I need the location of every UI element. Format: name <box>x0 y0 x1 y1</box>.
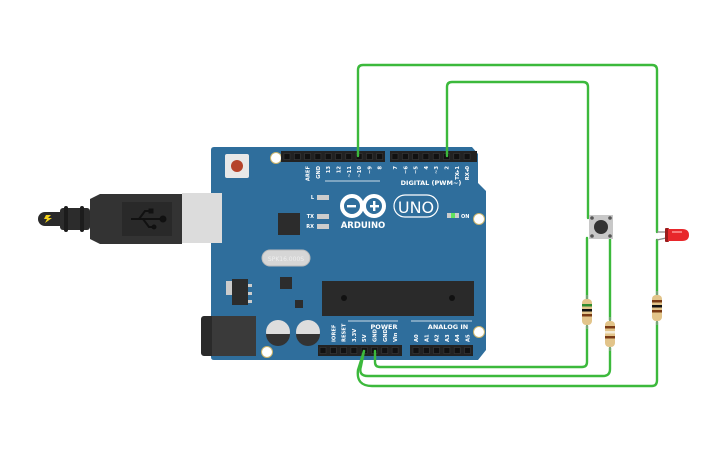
header-pin[interactable] <box>463 153 471 160</box>
red-led[interactable] <box>656 228 689 242</box>
header-pin[interactable] <box>464 347 471 354</box>
led-rx-label: RX <box>306 224 314 230</box>
pin-label-digital: ~9 <box>367 166 373 174</box>
pin-label-power: RESET <box>342 323 348 342</box>
header-pin[interactable] <box>345 153 353 160</box>
header-pin[interactable] <box>412 153 419 160</box>
pin-label-power: Vin <box>393 332 399 342</box>
pin-label-digital: GND <box>316 165 322 179</box>
pin-label-power: IOREF <box>331 324 337 342</box>
header-pin[interactable] <box>391 153 399 160</box>
pin-label-analog: A0 <box>414 334 420 342</box>
pin-label-analog: A4 <box>455 334 461 342</box>
arduino-logo: ARDUINO UNO <box>340 194 439 231</box>
header-pin[interactable] <box>329 347 337 354</box>
header-pin[interactable] <box>432 153 440 160</box>
wire-gnd-resistor1[interactable] <box>373 324 589 369</box>
pin-label-digital: ~10 <box>357 166 363 178</box>
power-bolt-icon <box>44 215 52 223</box>
power-title: POWER <box>371 323 398 331</box>
pin-label-power: GND <box>383 328 389 342</box>
on-label: ON <box>461 214 469 220</box>
header-pin[interactable] <box>324 153 332 160</box>
header-pin[interactable] <box>381 347 389 354</box>
pin-label-digital: TX▸1 <box>455 166 461 180</box>
pin-label-power: 5V <box>362 334 368 342</box>
usb-icon <box>131 208 167 230</box>
pin-label-digital: RX◂0 <box>465 166 471 181</box>
wires <box>356 63 659 388</box>
digital-header-a <box>281 151 385 162</box>
brand-label: ARDUINO <box>341 221 386 231</box>
header-pin[interactable] <box>335 153 342 160</box>
arduino-uno-board[interactable]: SPK16.000S ARDUINO UNO L TX RX ON DIGITA… <box>183 147 486 360</box>
header-pin[interactable] <box>443 347 451 354</box>
crystal-label: SPK16.000S <box>268 256 304 263</box>
pin-label-digital: ~3 <box>434 166 440 174</box>
header-pin[interactable] <box>340 347 347 354</box>
header-pin[interactable] <box>366 153 373 160</box>
header-pin[interactable] <box>304 153 311 160</box>
wire-pin10-led[interactable] <box>356 63 659 234</box>
pin-label-digital: ~5 <box>414 166 420 174</box>
header-pin[interactable] <box>433 347 440 354</box>
pin-label-digital: ~11 <box>347 166 353 178</box>
analog-title: ANALOG IN <box>428 323 468 331</box>
model-label: UNO <box>398 198 434 217</box>
header-pin[interactable] <box>391 347 399 354</box>
header-pin[interactable] <box>314 153 322 160</box>
pin-label-digital: 8 <box>378 166 384 170</box>
pin-label-digital: 13 <box>326 166 332 174</box>
reset-button[interactable] <box>225 154 249 178</box>
pin-label-power: GND <box>373 328 379 342</box>
pin-label-digital: 12 <box>337 166 343 174</box>
crystal: SPK16.000S <box>261 249 311 267</box>
pin-label-analog: A3 <box>445 334 451 342</box>
atmega-chip <box>322 281 474 316</box>
pin-label-analog: A2 <box>435 334 441 342</box>
wire-pin2-button[interactable] <box>445 80 590 220</box>
led-tx-label: TX <box>307 214 314 220</box>
wire-5v-resistor2[interactable] <box>359 346 612 378</box>
header-pin[interactable] <box>422 347 430 354</box>
header-pin[interactable] <box>350 347 358 354</box>
wire-5v-resistor3[interactable] <box>356 320 659 388</box>
pin-label-analog: A1 <box>424 334 430 342</box>
pin-label-digital: 4 <box>424 166 430 170</box>
header-pin[interactable] <box>376 153 384 160</box>
pin-label-digital: ~6 <box>403 166 409 174</box>
pushbutton[interactable] <box>589 215 613 239</box>
header-pin[interactable] <box>283 153 291 160</box>
resistor[interactable] <box>582 295 592 329</box>
pin-label-digital: 7 <box>393 166 399 170</box>
header-pin[interactable] <box>453 153 461 160</box>
header-pin[interactable] <box>293 153 301 160</box>
capacitor <box>296 320 320 346</box>
resistor[interactable] <box>605 317 615 351</box>
analog-header <box>410 345 473 356</box>
header-pin[interactable] <box>401 153 409 160</box>
header-pin[interactable] <box>412 347 420 354</box>
digital-title: DIGITAL (PWM~) <box>401 179 462 187</box>
pin-label-power: 3.3V <box>352 329 358 342</box>
header-pin[interactable] <box>319 347 327 354</box>
pin-label-analog: A5 <box>466 334 472 342</box>
pin-label-digital: AREF <box>306 166 312 182</box>
resistor[interactable] <box>652 291 662 325</box>
capacitor <box>266 320 290 346</box>
pin-label-digital: 2 <box>445 166 451 170</box>
led-l-label: L <box>311 195 315 201</box>
header-pin[interactable] <box>453 347 461 354</box>
power-header <box>318 345 402 356</box>
header-pin[interactable] <box>422 153 430 160</box>
